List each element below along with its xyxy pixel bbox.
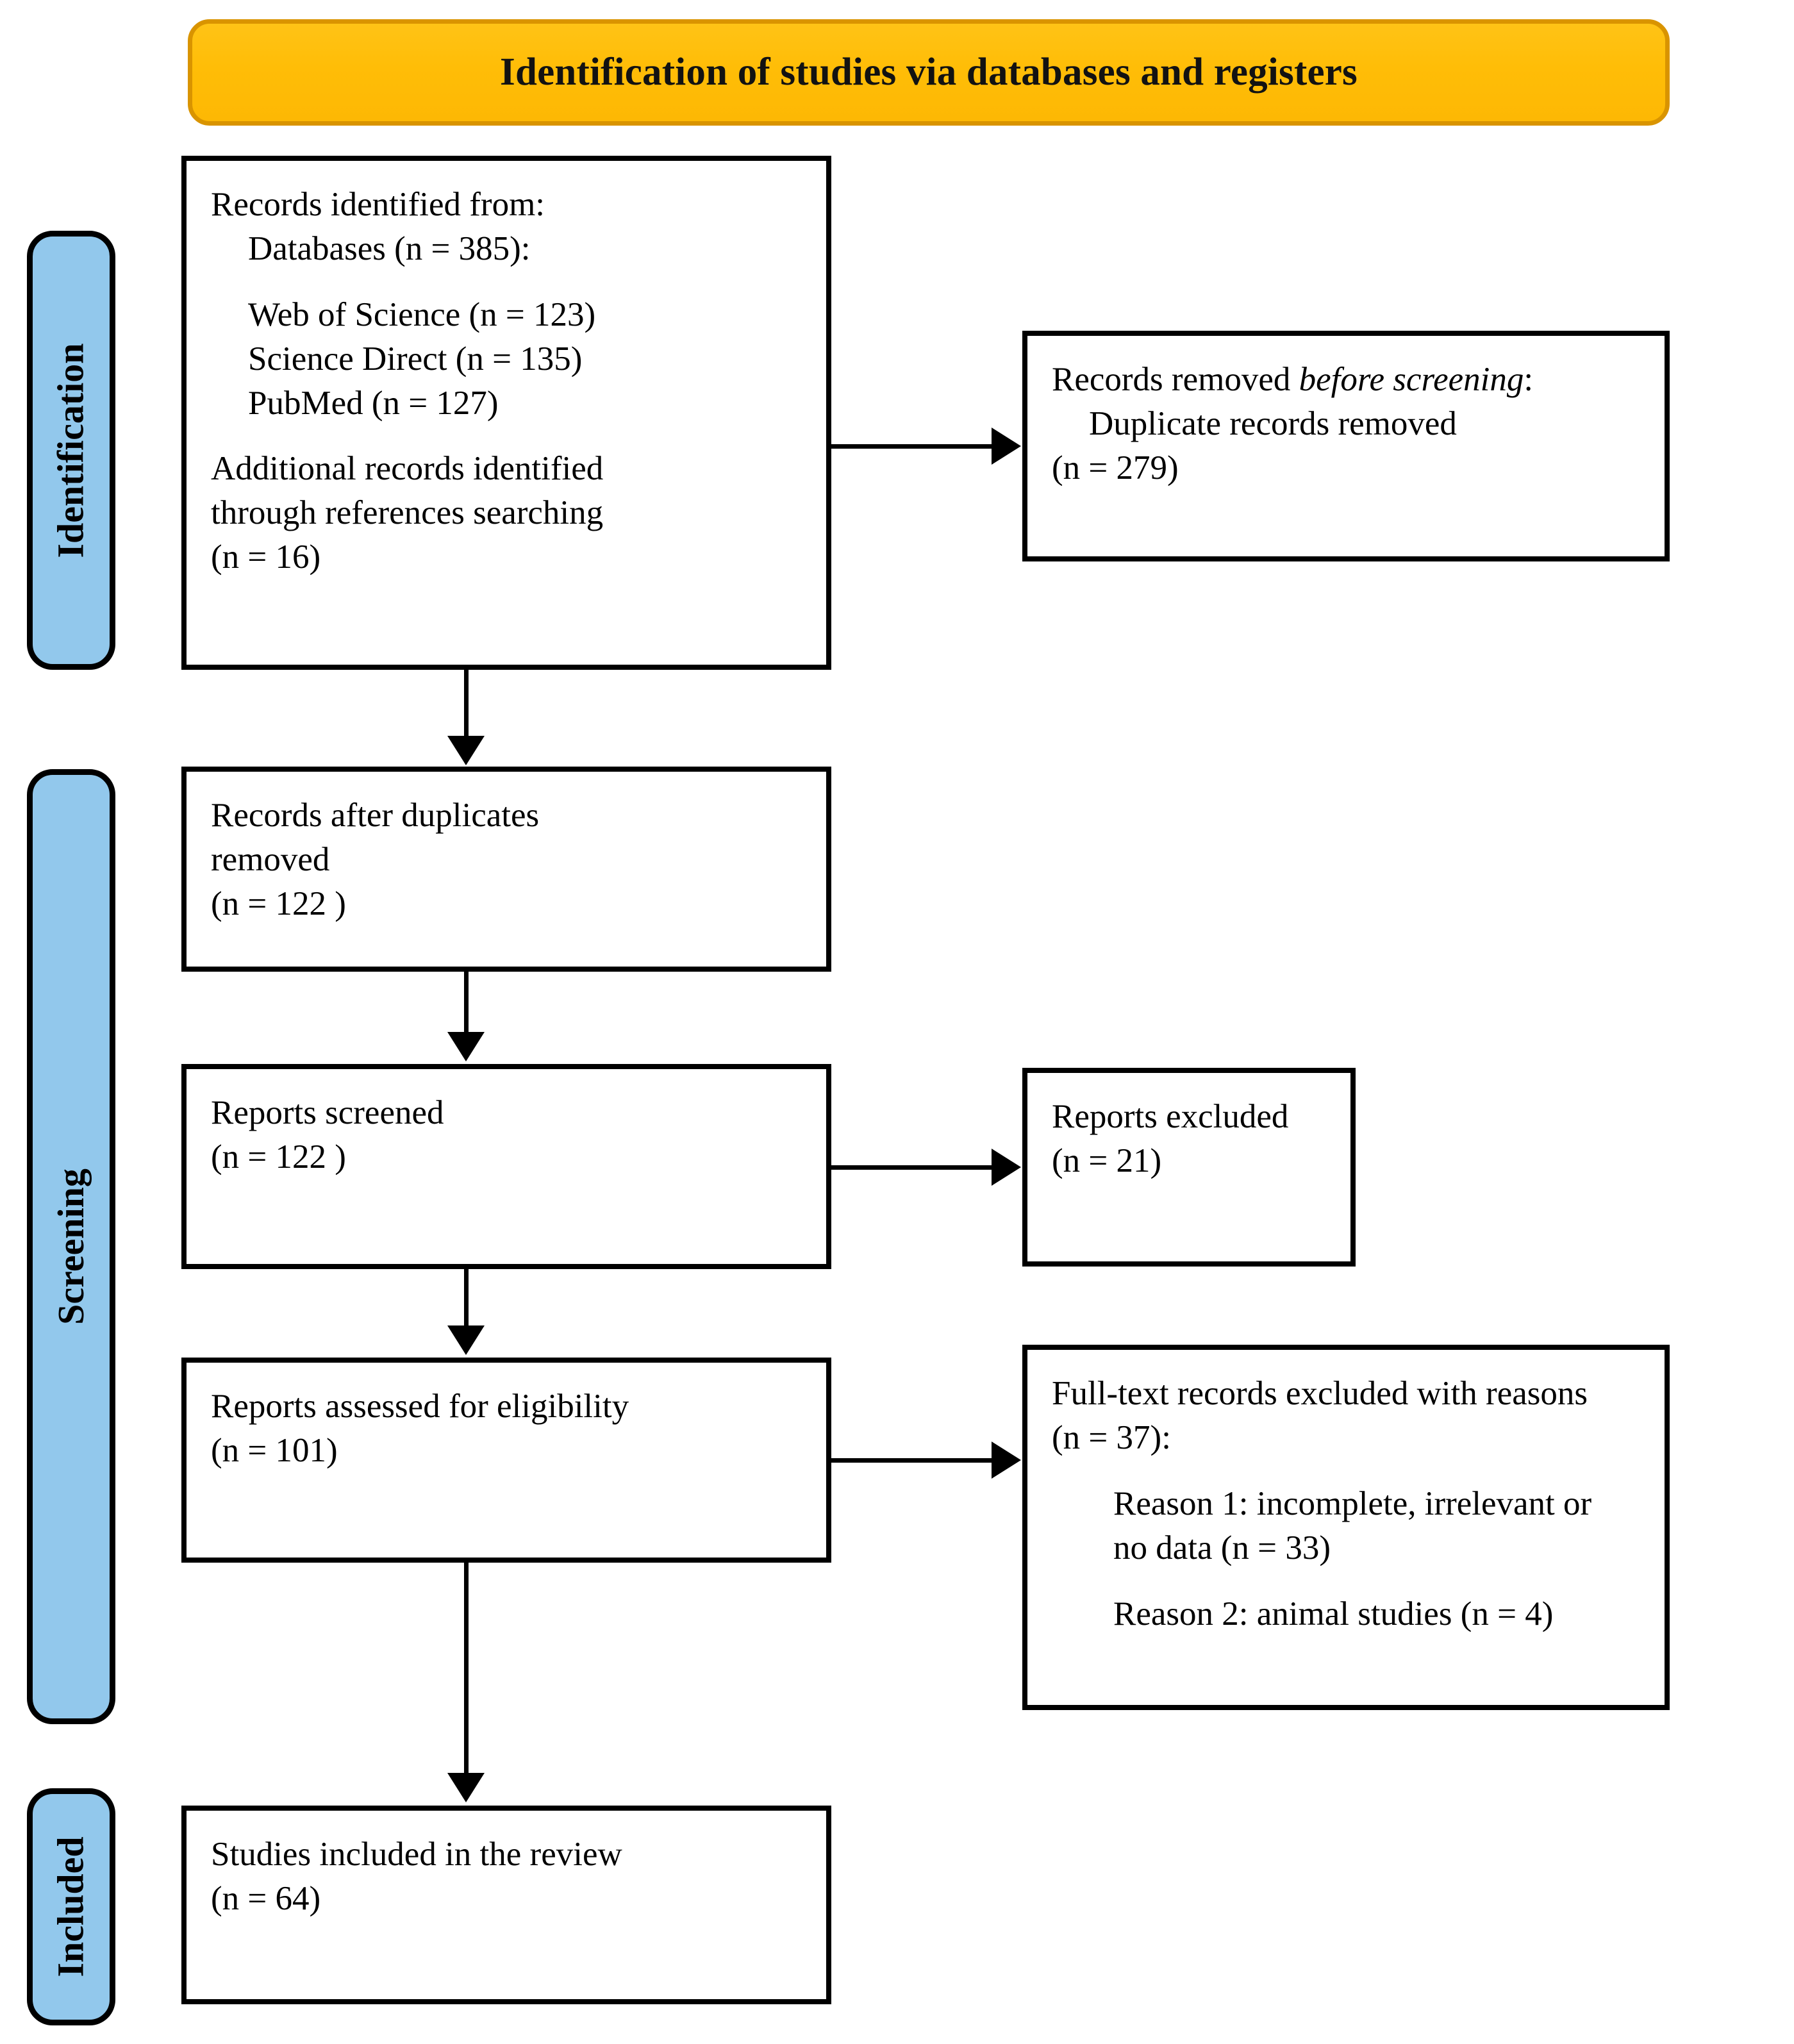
fulltext-reason-1-line2: no data (n = 33): [1113, 1529, 1331, 1566]
records-removed-heading-prefix: Records removed: [1052, 361, 1299, 398]
records-removed-heading: Records removed before screening:: [1052, 358, 1640, 402]
reports-screened-count: (n = 122 ): [211, 1138, 346, 1176]
box-records-removed: Records removed before screening: Duplic…: [1022, 331, 1670, 561]
diagram-header-banner: Identification of studies via databases …: [188, 19, 1670, 126]
reports-excluded-count: (n = 21): [1052, 1142, 1162, 1179]
records-identified-wos: Web of Science (n = 123): [248, 295, 596, 333]
arrow-right-icon-screened-to-excluded: [992, 1149, 1021, 1186]
fulltext-excluded-count: (n = 37):: [1052, 1418, 1171, 1456]
records-identified-databases: Databases (n = 385):: [248, 229, 531, 267]
stage-label-screening: Screening: [27, 769, 115, 1724]
box-records-identified: Records identified from: Databases (n = …: [181, 156, 831, 670]
connector-line-identified-to-afterdupes: [464, 670, 469, 737]
box-records-after-duplicates: Records after duplicates removed (n = 12…: [181, 767, 831, 972]
records-identified-additional-count: (n = 16): [211, 538, 321, 576]
connector-line-screened-to-excluded: [831, 1165, 993, 1170]
connector-line-identified-to-removed: [831, 444, 993, 449]
box-fulltext-excluded: Full-text records excluded with reasons …: [1022, 1345, 1670, 1710]
after-duplicates-line1: Records after duplicates: [211, 797, 540, 834]
studies-included-count: (n = 64): [211, 1879, 321, 1917]
records-removed-heading-suffix: :: [1524, 361, 1534, 398]
fulltext-reason-2: Reason 2: animal studies (n = 4): [1113, 1595, 1554, 1633]
connector-line-eligibility-to-fulltext: [831, 1458, 993, 1463]
studies-included-label: Studies included in the review: [211, 1836, 622, 1873]
box-reports-assessed-eligibility: Reports assessed for eligibility (n = 10…: [181, 1358, 831, 1563]
arrow-down-icon-eligibility-to-included: [447, 1773, 485, 1802]
reports-excluded-label: Reports excluded: [1052, 1098, 1289, 1135]
eligibility-count: (n = 101): [211, 1431, 338, 1469]
records-identified-pubmed: PubMed (n = 127): [248, 384, 499, 422]
records-removed-duplicates: Duplicate records removed: [1089, 404, 1457, 442]
records-removed-heading-emphasis: before screening: [1299, 361, 1524, 398]
stage-label-screening-text: Screening: [50, 1168, 92, 1325]
eligibility-label: Reports assessed for eligibility: [211, 1388, 629, 1425]
arrow-down-icon-identified-to-afterdupes: [447, 736, 485, 765]
records-identified-sciencedirect: Science Direct (n = 135): [248, 340, 583, 378]
diagram-title: Identification of studies via databases …: [500, 51, 1358, 94]
fulltext-excluded-heading: Full-text records excluded with reasons: [1052, 1375, 1588, 1412]
box-studies-included: Studies included in the review (n = 64): [181, 1806, 831, 2004]
stage-label-identification-text: Identification: [50, 342, 92, 558]
fulltext-reason-1-line1: Reason 1: incomplete, irrelevant or: [1113, 1484, 1592, 1522]
arrow-right-icon-eligibility-to-fulltext: [992, 1442, 1021, 1479]
records-identified-additional-1: Additional records identified: [211, 450, 604, 488]
after-duplicates-line2: removed: [211, 840, 330, 878]
connector-line-afterdupes-to-screened: [464, 972, 469, 1033]
arrow-right-icon-identified-to-removed: [992, 428, 1021, 465]
arrow-down-icon-screened-to-eligibility: [447, 1325, 485, 1355]
connector-line-eligibility-to-included: [464, 1563, 469, 1774]
stage-label-identification: Identification: [27, 231, 115, 670]
reports-screened-label: Reports screened: [211, 1094, 444, 1131]
box-reports-screened: Reports screened (n = 122 ): [181, 1064, 831, 1269]
connector-line-screened-to-eligibility: [464, 1269, 469, 1327]
after-duplicates-count: (n = 122 ): [211, 885, 346, 922]
records-identified-heading: Records identified from:: [211, 186, 545, 223]
records-removed-count: (n = 279): [1052, 449, 1179, 486]
stage-label-included-text: Included: [50, 1836, 92, 1977]
arrow-down-icon-afterdupes-to-screened: [447, 1032, 485, 1061]
records-identified-additional-2: through references searching: [211, 494, 604, 532]
box-reports-excluded: Reports excluded (n = 21): [1022, 1068, 1356, 1267]
stage-label-included: Included: [27, 1788, 115, 2025]
